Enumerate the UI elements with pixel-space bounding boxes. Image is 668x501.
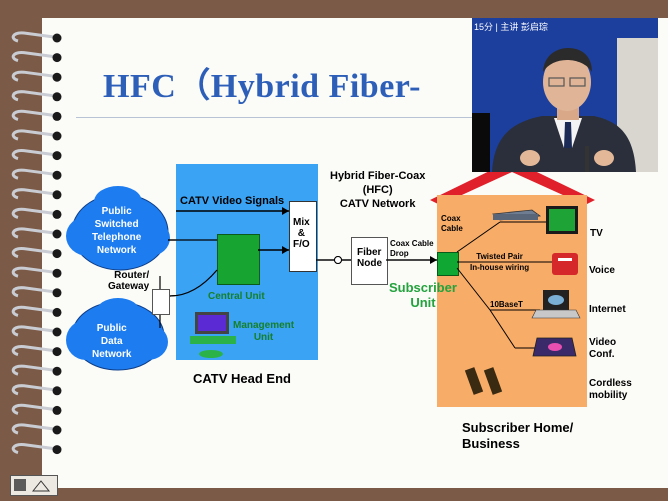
spiral-binding-ring-icon	[11, 70, 62, 82]
fiber-node-box	[351, 237, 388, 285]
spiral-binding-ring-icon	[11, 443, 62, 455]
spiral-binding-ring-icon	[11, 188, 62, 200]
pstn-label: Public Switched Telephone Network	[92, 206, 142, 256]
spiral-binding-ring-icon	[11, 227, 62, 239]
service-video-conf-label: Video Conf.	[589, 337, 617, 360]
lecturer-video-frame	[472, 18, 658, 172]
spiral-binding-ring-icon	[11, 129, 62, 141]
hfc-network-label: Hybrid Fiber-Coax (HFC) CATV Network	[330, 170, 426, 210]
twisted-pair-label: Twisted Pair In-house wiring	[470, 252, 530, 272]
modem-icon-2	[492, 209, 542, 221]
spiral-binding-ring-icon	[11, 325, 62, 337]
spiral-binding-ring-icon	[11, 168, 62, 180]
thumbnail-icon	[14, 479, 51, 492]
spiral-rings	[11, 31, 62, 455]
spiral-binding-ring-icon	[11, 90, 62, 102]
router-gateway-label: Router/ Gateway	[108, 270, 150, 292]
mix-fo-box	[289, 201, 317, 272]
slide-title: HFC（Hybrid Fiber-	[103, 68, 421, 105]
subscriber-home-label: Subscriber Home/ Business	[462, 420, 574, 451]
management-unit-label: Management Unit	[233, 320, 295, 343]
spiral-binding-ring-icon	[11, 51, 62, 63]
spiral-binding-ring-icon	[11, 423, 62, 435]
coax-cable-drop-label: Coax Cable Drop	[390, 239, 434, 258]
spiral-binding-ring-icon	[11, 207, 62, 219]
spiral-binding-ring-icon	[11, 364, 62, 376]
subscriber-unit-box	[437, 252, 459, 276]
spiral-binding-ring-icon	[11, 286, 62, 298]
title-divider	[76, 117, 476, 118]
mix-fo-label: Mix & F/O	[293, 217, 310, 250]
tenbaset-label: 10BaseT	[490, 300, 523, 309]
spiral-binding-ring-icon	[11, 305, 62, 317]
service-tv-label: TV	[590, 228, 603, 239]
fiber-node-label: Fiber Node	[357, 247, 382, 269]
data-network-cloud-icon	[66, 298, 168, 371]
central-unit-label: Central Unit	[208, 291, 265, 302]
spiral-binding-ring-icon	[11, 247, 62, 259]
video-caption: 15分 | 主讲 彭启琮	[474, 22, 548, 32]
catv-head-end-label: CATV Head End	[193, 371, 291, 386]
service-voice-label: Voice	[589, 265, 615, 276]
spiral-binding-ring-icon	[11, 31, 62, 43]
slide-thumbnail-icon[interactable]	[10, 475, 58, 496]
spiral-binding-ring-icon	[11, 149, 62, 161]
subscriber-unit-label: Subscriber Unit	[389, 280, 457, 310]
public-data-network-label: Public Data Network	[92, 323, 132, 360]
catv-video-signals-label: CATV Video Signals	[180, 195, 285, 207]
spiral-binding-ring-icon	[11, 109, 62, 121]
spiral-binding-ring-icon	[11, 384, 62, 396]
central-unit-icon	[217, 234, 260, 285]
spiral-binding-ring-icon	[11, 266, 62, 278]
service-internet-label: Internet	[589, 304, 626, 315]
pstn-cloud-icon	[66, 186, 170, 271]
spiral-binding-ring-icon	[11, 345, 62, 357]
spiral-binding-ring-icon	[11, 403, 62, 415]
lecturer-video-overlay[interactable]: 15分 | 主讲 彭启琮	[472, 18, 658, 172]
router-gateway-box	[152, 289, 170, 315]
service-cordless-label: Cordless mobility	[589, 378, 632, 401]
coax-cable-label: Coax Cable	[441, 214, 463, 233]
